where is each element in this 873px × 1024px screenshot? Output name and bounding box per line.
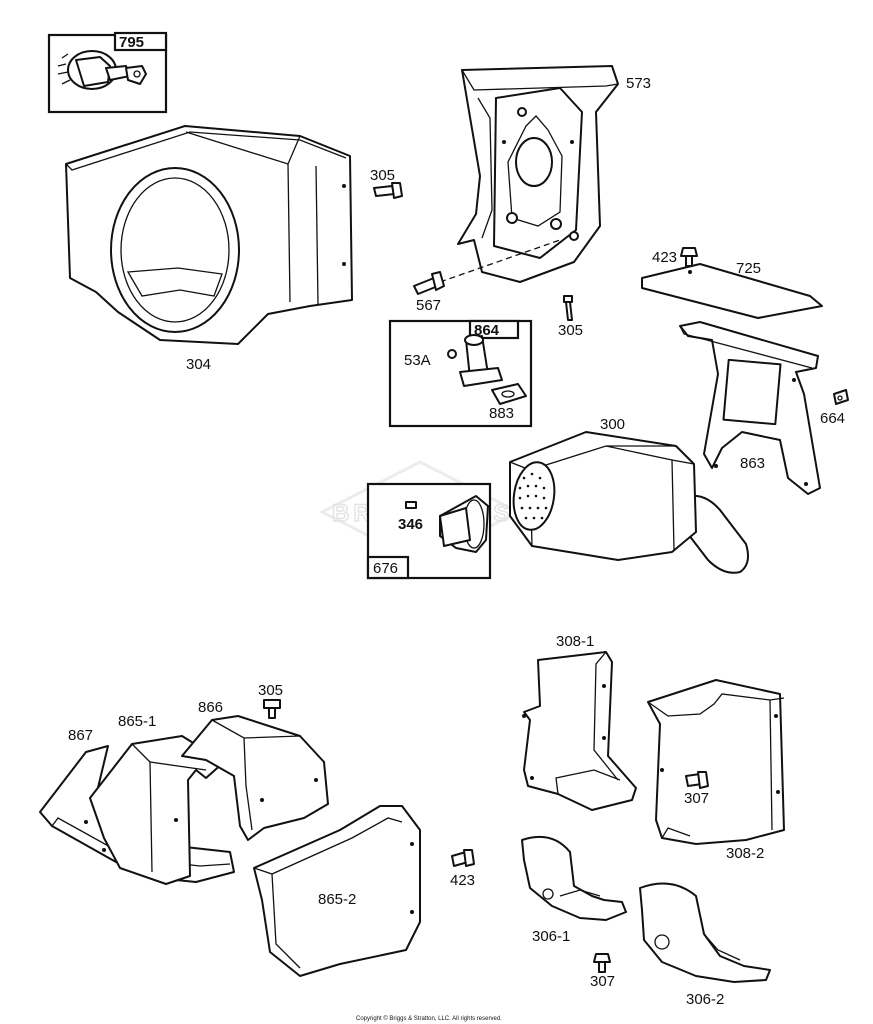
- label-423-b: 423: [450, 872, 475, 889]
- part-866-bracket: [181, 715, 329, 841]
- part-308-1-shroud: [522, 651, 637, 811]
- label-53a: 53A: [404, 352, 431, 369]
- part-865-1-baffle: [89, 735, 225, 885]
- label-567: 567: [416, 297, 441, 314]
- label-867: 867: [68, 727, 93, 744]
- label-306-2: 306-2: [686, 991, 724, 1008]
- screw-423-a: [680, 247, 698, 267]
- label-423-a: 423: [652, 249, 677, 266]
- screw-307-a: [685, 771, 709, 789]
- muffler-perforations: [518, 472, 548, 520]
- part-300-muffler: [509, 431, 749, 574]
- screw-307-b: [593, 953, 611, 973]
- part-865-2-baffle: [253, 805, 421, 977]
- label-306-1: 306-1: [532, 928, 570, 945]
- label-305-b: 305: [558, 322, 583, 339]
- label-305-a: 305: [370, 167, 395, 184]
- label-304: 304: [186, 356, 211, 373]
- part-306-1-shield: [521, 836, 627, 921]
- part-573-air-guide: [439, 65, 619, 283]
- copyright-text: Copyright © Briggs & Stratton, LLC. All …: [356, 1015, 502, 1022]
- part-306-2-shield: [639, 882, 771, 983]
- part-864-inset: [388, 319, 533, 428]
- part-795-key-switch: [47, 31, 168, 114]
- part-labels: 795 304 305 573 567 305 423 725 864 53A …: [68, 34, 845, 1008]
- label-864: 864: [474, 322, 500, 339]
- screw-305-b: [563, 295, 573, 321]
- label-863: 863: [740, 455, 765, 472]
- label-883: 883: [489, 405, 514, 422]
- screw-305-a: [373, 182, 403, 199]
- part-308-2-shroud: [647, 679, 785, 845]
- screw-664: [833, 389, 849, 405]
- part-863-bracket: [679, 321, 821, 495]
- label-307-a: 307: [684, 790, 709, 807]
- screw-567: [413, 271, 445, 295]
- label-865-2: 865-2: [318, 891, 356, 908]
- part-304-blower-housing: [65, 125, 353, 345]
- label-300: 300: [600, 416, 625, 433]
- label-664: 664: [820, 410, 845, 427]
- label-305-c: 305: [258, 682, 283, 699]
- label-307-b: 307: [590, 973, 615, 990]
- label-308-1: 308-1: [556, 633, 594, 650]
- label-346: 346: [398, 516, 423, 533]
- screw-423-b: [451, 849, 475, 867]
- label-308-2: 308-2: [726, 845, 764, 862]
- part-676-inset: [366, 482, 492, 580]
- label-865-1: 865-1: [118, 713, 156, 730]
- screw-305-c: [263, 699, 281, 719]
- part-725-plate: [641, 263, 823, 319]
- label-795: 795: [119, 34, 144, 51]
- label-573: 573: [626, 75, 651, 92]
- label-676: 676: [373, 560, 398, 577]
- label-725: 725: [736, 260, 761, 277]
- label-866: 866: [198, 699, 223, 716]
